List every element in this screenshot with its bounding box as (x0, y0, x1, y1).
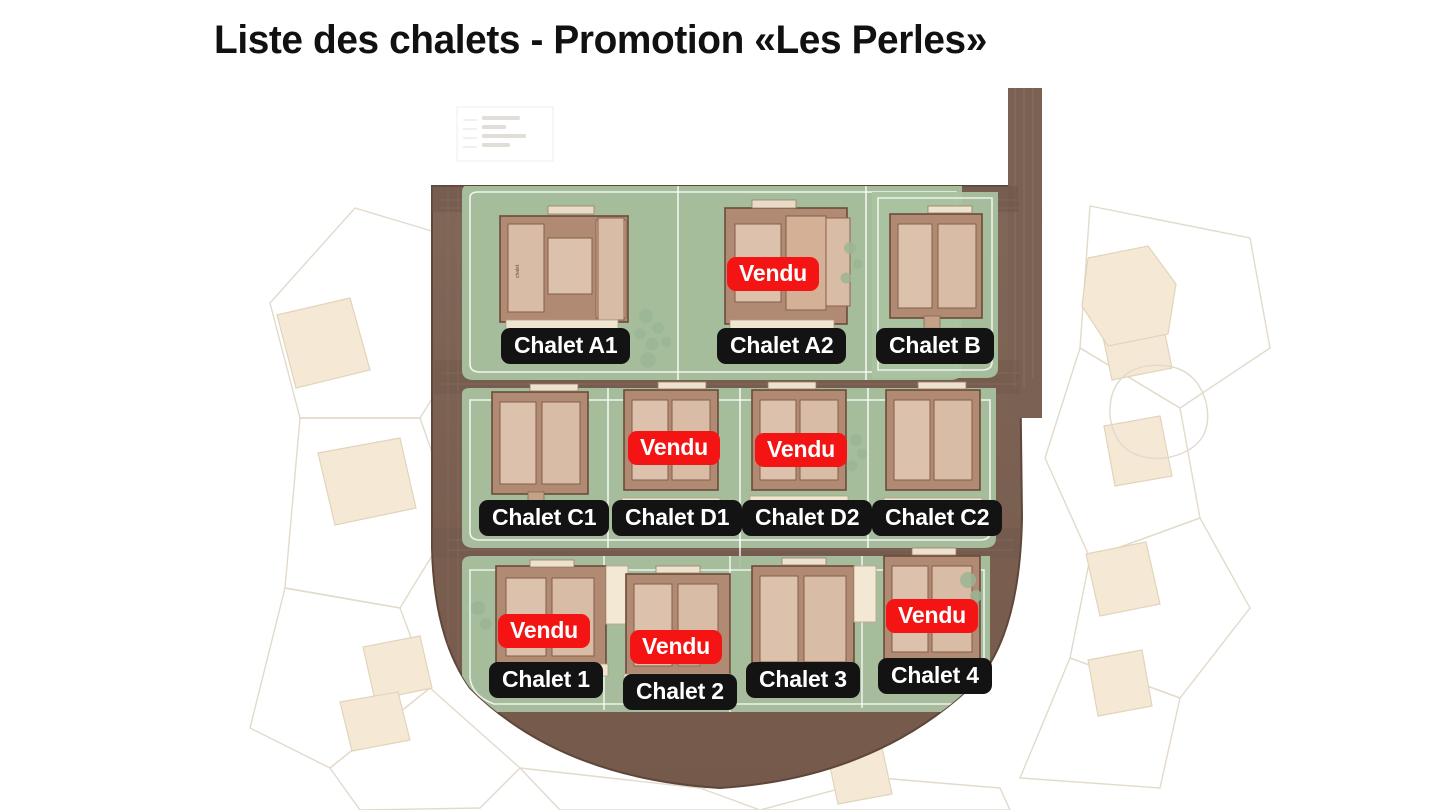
neighbor-circle-feature (1109, 364, 1209, 459)
building-chalet-c2 (883, 381, 983, 511)
building-chalet-c1 (489, 383, 591, 515)
building-chalet-2 (623, 565, 733, 687)
chalet-name-badge-b[interactable]: Chalet B (876, 328, 994, 365)
sold-badge-4[interactable]: Vendu (886, 599, 979, 634)
sold-badge-2[interactable]: Vendu (630, 630, 723, 665)
chalet-name-badge-d2[interactable]: Chalet D2 (742, 500, 873, 537)
chalet-name-badge-4[interactable]: Chalet 4 (878, 658, 992, 695)
chalet-name-badge-2[interactable]: Chalet 2 (623, 674, 737, 711)
chalet-name-badge-1[interactable]: Chalet 1 (489, 662, 603, 699)
chalet-name-badge-c1[interactable]: Chalet C1 (479, 500, 610, 537)
chalet-name-badge-c2[interactable]: Chalet C2 (872, 500, 1003, 537)
chalet-name-badge-3[interactable]: Chalet 3 (746, 662, 860, 699)
chalet-name-badge-a1[interactable]: Chalet A1 (501, 328, 631, 365)
sold-badge-1[interactable]: Vendu (498, 614, 591, 649)
sold-badge-d1[interactable]: Vendu (628, 431, 721, 466)
sold-badge-a2[interactable]: Vendu (727, 257, 820, 292)
map-legend-ghost (456, 106, 554, 162)
chalet-name-badge-d1[interactable]: Chalet D1 (612, 500, 743, 537)
page-title: Liste des chalets - Promotion «Les Perle… (214, 18, 987, 62)
vegetation (471, 242, 982, 630)
svg-text:chalet: chalet (515, 264, 521, 278)
chalet-name-badge-a2[interactable]: Chalet A2 (717, 328, 847, 365)
sold-badge-d2[interactable]: Vendu (755, 433, 848, 468)
building-chalet-a1: chalet (499, 205, 629, 335)
